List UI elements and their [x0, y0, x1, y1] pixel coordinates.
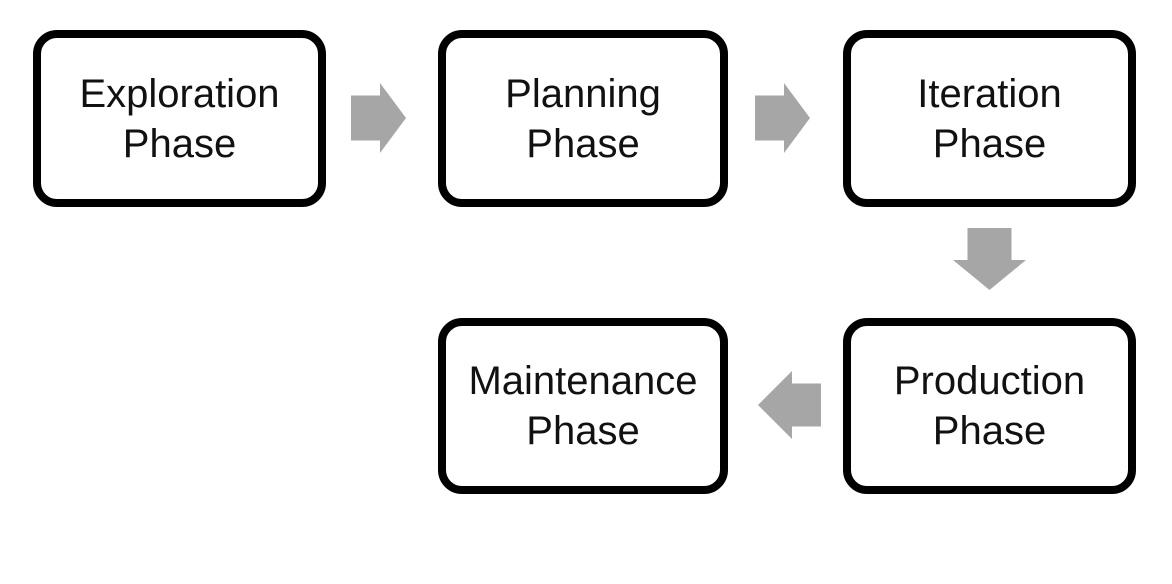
node-label-line: Maintenance	[468, 359, 698, 403]
node-planning-phase: Planning Phase	[438, 30, 728, 207]
node-label-line: Iteration	[917, 71, 1062, 116]
node-label-line: Production	[893, 359, 1086, 403]
node-production-phase-label: Production Phase	[894, 356, 1085, 456]
node-maintenance-phase: Maintenance Phase	[438, 318, 728, 494]
arrow-left-icon-production-to-maintenance	[758, 371, 821, 439]
node-exploration-phase-label: Exploration Phase	[79, 69, 279, 169]
node-label-line: Planning	[505, 71, 661, 116]
node-iteration-phase-label: Iteration Phase	[917, 69, 1062, 169]
node-exploration-phase: Exploration Phase	[33, 30, 326, 207]
node-iteration-phase: Iteration Phase	[843, 30, 1136, 207]
node-planning-phase-label: Planning Phase	[505, 69, 661, 169]
arrow-right-icon-planning-to-iteration	[755, 83, 810, 153]
arrow-right-icon-exploration-to-planning	[351, 83, 406, 153]
node-label-line: Phase	[122, 121, 237, 166]
node-production-phase: Production Phase	[843, 318, 1136, 494]
arrow-down-icon-iteration-to-production	[953, 228, 1026, 290]
node-label-line: Phase	[526, 121, 640, 166]
node-label-line: Exploration	[79, 71, 280, 116]
node-label-line: Phase	[526, 409, 640, 453]
node-label-line: Phase	[932, 409, 1047, 453]
node-label-line: Phase	[932, 121, 1047, 166]
node-maintenance-phase-label: Maintenance Phase	[468, 356, 697, 456]
